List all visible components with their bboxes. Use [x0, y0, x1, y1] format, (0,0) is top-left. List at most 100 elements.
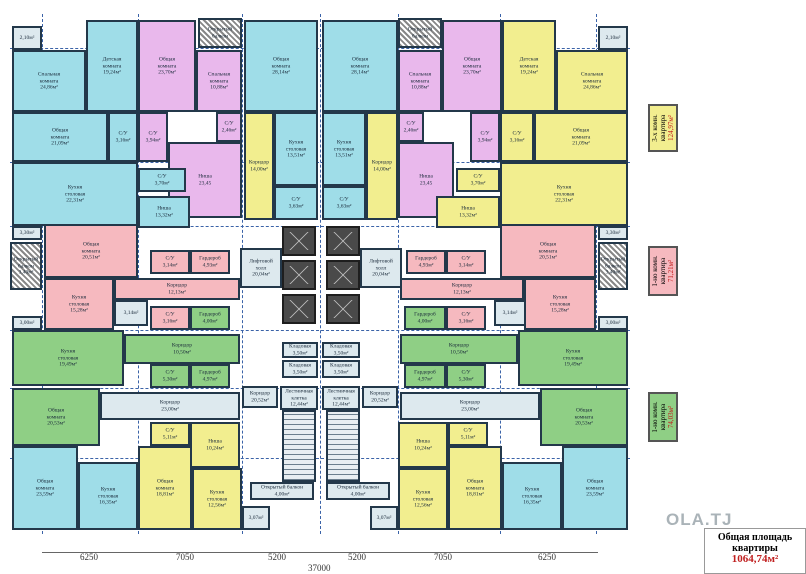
- room: Гардероб 4,00м²: [190, 306, 230, 330]
- room: Кладовая 3,50м²: [282, 360, 318, 378]
- room: Коридор 10,50м²: [124, 334, 240, 364]
- grid-line: [320, 14, 321, 534]
- room: Общая комната 28,14м²: [322, 20, 398, 112]
- room: Кухня столовая 15,28м²: [44, 278, 114, 330]
- legend-1-room-green: 1-но комн. квартира 74,03м²: [648, 392, 678, 442]
- room: Общая комната 20,51м²: [44, 224, 138, 278]
- room: Общая комната 23,70м²: [442, 20, 502, 112]
- room: 2,10м²: [598, 26, 628, 50]
- room: Общая комната 21,09м²: [534, 112, 628, 162]
- room: С/У 3,70м²: [456, 168, 500, 192]
- room: Кухня столовая 13,51м²: [274, 112, 318, 186]
- staircase: [282, 410, 316, 482]
- room: Кухня столовая 22,31м²: [12, 162, 138, 226]
- room: Общая комната 23,59м²: [12, 446, 78, 530]
- staircase: [326, 410, 360, 482]
- axis-label: 6250: [80, 552, 98, 562]
- room: Общая комната 23,70м²: [138, 20, 196, 112]
- room: Общая комната 28,14м²: [244, 20, 318, 112]
- room: Гардероб 4,97м²: [190, 364, 230, 388]
- total-area-box: Общая площадь квартиры 1064,74м²: [704, 528, 806, 574]
- room: Кухня столовая 16,35м²: [78, 462, 138, 530]
- room: Спальная комната 10,88м²: [196, 50, 242, 112]
- axis-total: 37000: [308, 563, 331, 573]
- room: 3,30м²: [12, 226, 42, 240]
- room: Детская комната 19,24м²: [86, 20, 138, 112]
- axis-label: 7050: [434, 552, 452, 562]
- room: Кухня столовая 12,56м²: [192, 468, 242, 530]
- watermark: OLA.TJ: [666, 510, 733, 529]
- room: Открытый балкон 4,00м²: [326, 482, 390, 500]
- room: С/У 3,16м²: [108, 112, 138, 162]
- room: С/У 5,30м²: [446, 364, 486, 388]
- legend-1-room-pink: 1-но комн. квартира 71,21м²: [648, 246, 678, 296]
- elevator: [282, 294, 316, 324]
- room: Коридор 20,52м²: [362, 386, 398, 408]
- room: Кухня столовая 19,49м²: [12, 330, 124, 386]
- room: Коридор 12,13м²: [114, 278, 240, 300]
- room: Открытый балкон: [198, 18, 242, 48]
- dimension-line: [42, 552, 598, 553]
- room: Общая комната 18,81м²: [138, 446, 192, 530]
- room: Коридор 23,00м²: [100, 392, 240, 420]
- room: С/У 5,11м²: [448, 422, 488, 446]
- room: 3,14м²: [114, 300, 148, 326]
- room: 3,30м²: [598, 226, 628, 240]
- room: С/У 3,70м²: [138, 168, 186, 192]
- room: С/У 3,16м²: [500, 112, 534, 162]
- room: Общая комната 23,59м²: [562, 446, 628, 530]
- room: Открытый балкон 3,40м²: [598, 242, 628, 290]
- room: 3,07м²: [242, 506, 270, 530]
- room: Гардероб 4,97м²: [404, 364, 446, 388]
- room: С/У 3,14м²: [150, 250, 190, 274]
- room: Коридор 14,00м²: [244, 112, 274, 220]
- legend-3-room: 3-х комн. квартира 124,97м²: [648, 104, 678, 152]
- room: Ниша 13,32м²: [138, 196, 190, 228]
- elevator: [326, 226, 360, 256]
- room: Кухня столовая 22,31м²: [500, 162, 628, 226]
- room: Общая комната 18,81м²: [448, 446, 502, 530]
- axis-label: 7050: [176, 552, 194, 562]
- room: 3,14м²: [494, 300, 526, 326]
- room: Гардероб 4,00м²: [404, 306, 446, 330]
- room: Спальная комната 10,88м²: [398, 50, 442, 112]
- room: Гардероб 4,93м²: [406, 250, 446, 274]
- room: С/У 2,46м²: [216, 112, 242, 142]
- room: Открытый балкон 3,40м²: [10, 242, 42, 290]
- room: Кухня столовая 19,49м²: [518, 330, 628, 386]
- room: Лифтовой холл 20,04м²: [360, 248, 402, 288]
- room: С/У 3,63м²: [322, 186, 366, 220]
- room: 2,10м²: [12, 26, 42, 50]
- room: С/У 3,16м²: [150, 306, 190, 330]
- room: С/У 5,11м²: [150, 422, 190, 446]
- room: С/У 3,94м²: [470, 112, 500, 162]
- room: Кухня столовая 16,35м²: [502, 462, 562, 530]
- room: 3,07м²: [370, 506, 398, 530]
- room: С/У 3,63м²: [274, 186, 318, 220]
- room: Спальная комната 24,86м²: [12, 50, 86, 112]
- room: Спальная комната 24,86м²: [556, 50, 628, 112]
- room: Лестничная клетка 12,44м²: [322, 386, 360, 410]
- room: Коридор 20,52м²: [242, 386, 278, 408]
- room: Открытый балкон: [398, 18, 442, 48]
- room: Коридор 23,00м²: [400, 392, 540, 420]
- room: Общая комната 20,53м²: [12, 388, 100, 446]
- axis-label: 6250: [538, 552, 556, 562]
- room: Кладовая 3,50м²: [322, 360, 360, 378]
- room: Гардероб 4,93м²: [190, 250, 230, 274]
- room: Кладовая 3,50м²: [282, 342, 318, 358]
- room: 3,00м²: [12, 316, 42, 330]
- room: С/У 3,16м²: [446, 306, 486, 330]
- elevator: [282, 226, 316, 256]
- grid-line: [138, 14, 139, 534]
- room: Ниша 10,24м²: [398, 422, 448, 468]
- room: Открытый балкон 4,00м²: [250, 482, 314, 500]
- elevator: [326, 260, 360, 290]
- room: С/У 2,46м²: [398, 112, 424, 142]
- room: Кухня столовая 15,28м²: [524, 278, 596, 330]
- grid-line: [42, 14, 43, 534]
- room: 3,00м²: [598, 316, 628, 330]
- axis-label: 5200: [268, 552, 286, 562]
- room: Общая комната 21,09м²: [12, 112, 108, 162]
